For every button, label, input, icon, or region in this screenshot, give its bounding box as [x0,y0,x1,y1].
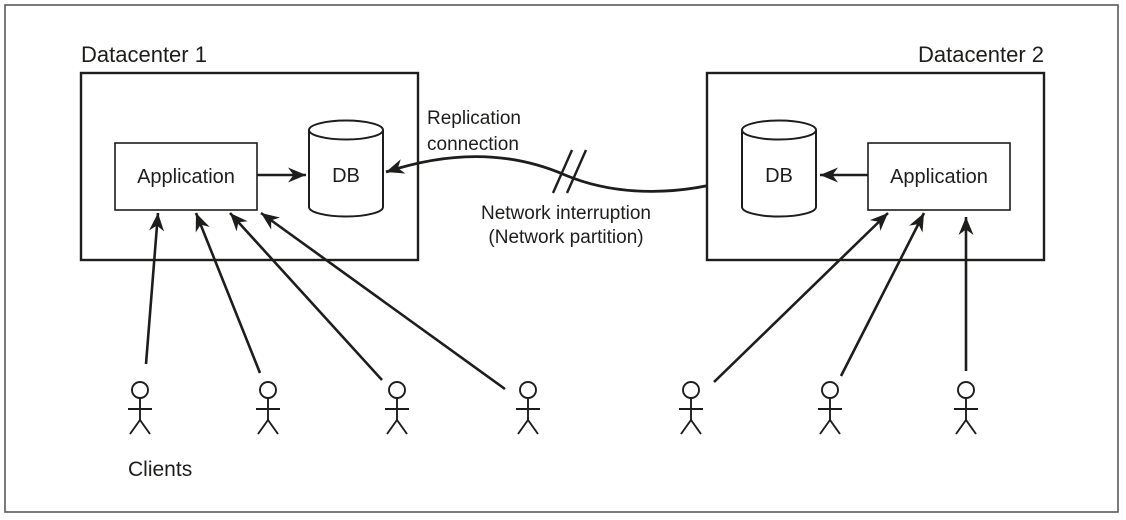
network-interruption-slash-icon [551,149,574,194]
database-cylinder-icon [308,119,384,218]
datacenter2-label: Datacenter 2 [918,42,1044,67]
client-figure-icon [817,381,843,435]
client-arrow [194,212,262,374]
database-cylinder-icon [741,119,817,218]
replication-connection-arrow [385,155,741,193]
client-arrow [713,212,889,383]
network-interruption-slash-icon [565,149,588,194]
db2-label: DB [765,165,793,187]
application2-box [867,142,1011,211]
client-arrow [229,212,383,381]
client-arrow [260,211,506,391]
datacenter1-label: Datacenter 1 [81,42,207,67]
clients-label: Clients [128,458,192,481]
interruption-label-line1: Network interruption [481,203,651,224]
client-arrow [144,212,165,365]
application1-box [114,142,258,211]
application1-label: Application [137,166,235,188]
db1-label: DB [332,165,360,187]
interruption-label-line2: (Network partition) [488,227,643,248]
application2-label: Application [890,166,988,188]
replication-label-line2: connection [427,134,519,155]
client-figure-icon [678,381,704,435]
client-figure-icon [127,381,153,435]
figure-border [4,4,1119,513]
client-figure-icon [384,381,410,435]
client-figure-icon [515,381,541,435]
client-arrow [839,212,926,377]
client-figure-icon [953,381,979,435]
replication-label-line1: Replication [427,108,521,129]
client-figure-icon [255,381,281,435]
